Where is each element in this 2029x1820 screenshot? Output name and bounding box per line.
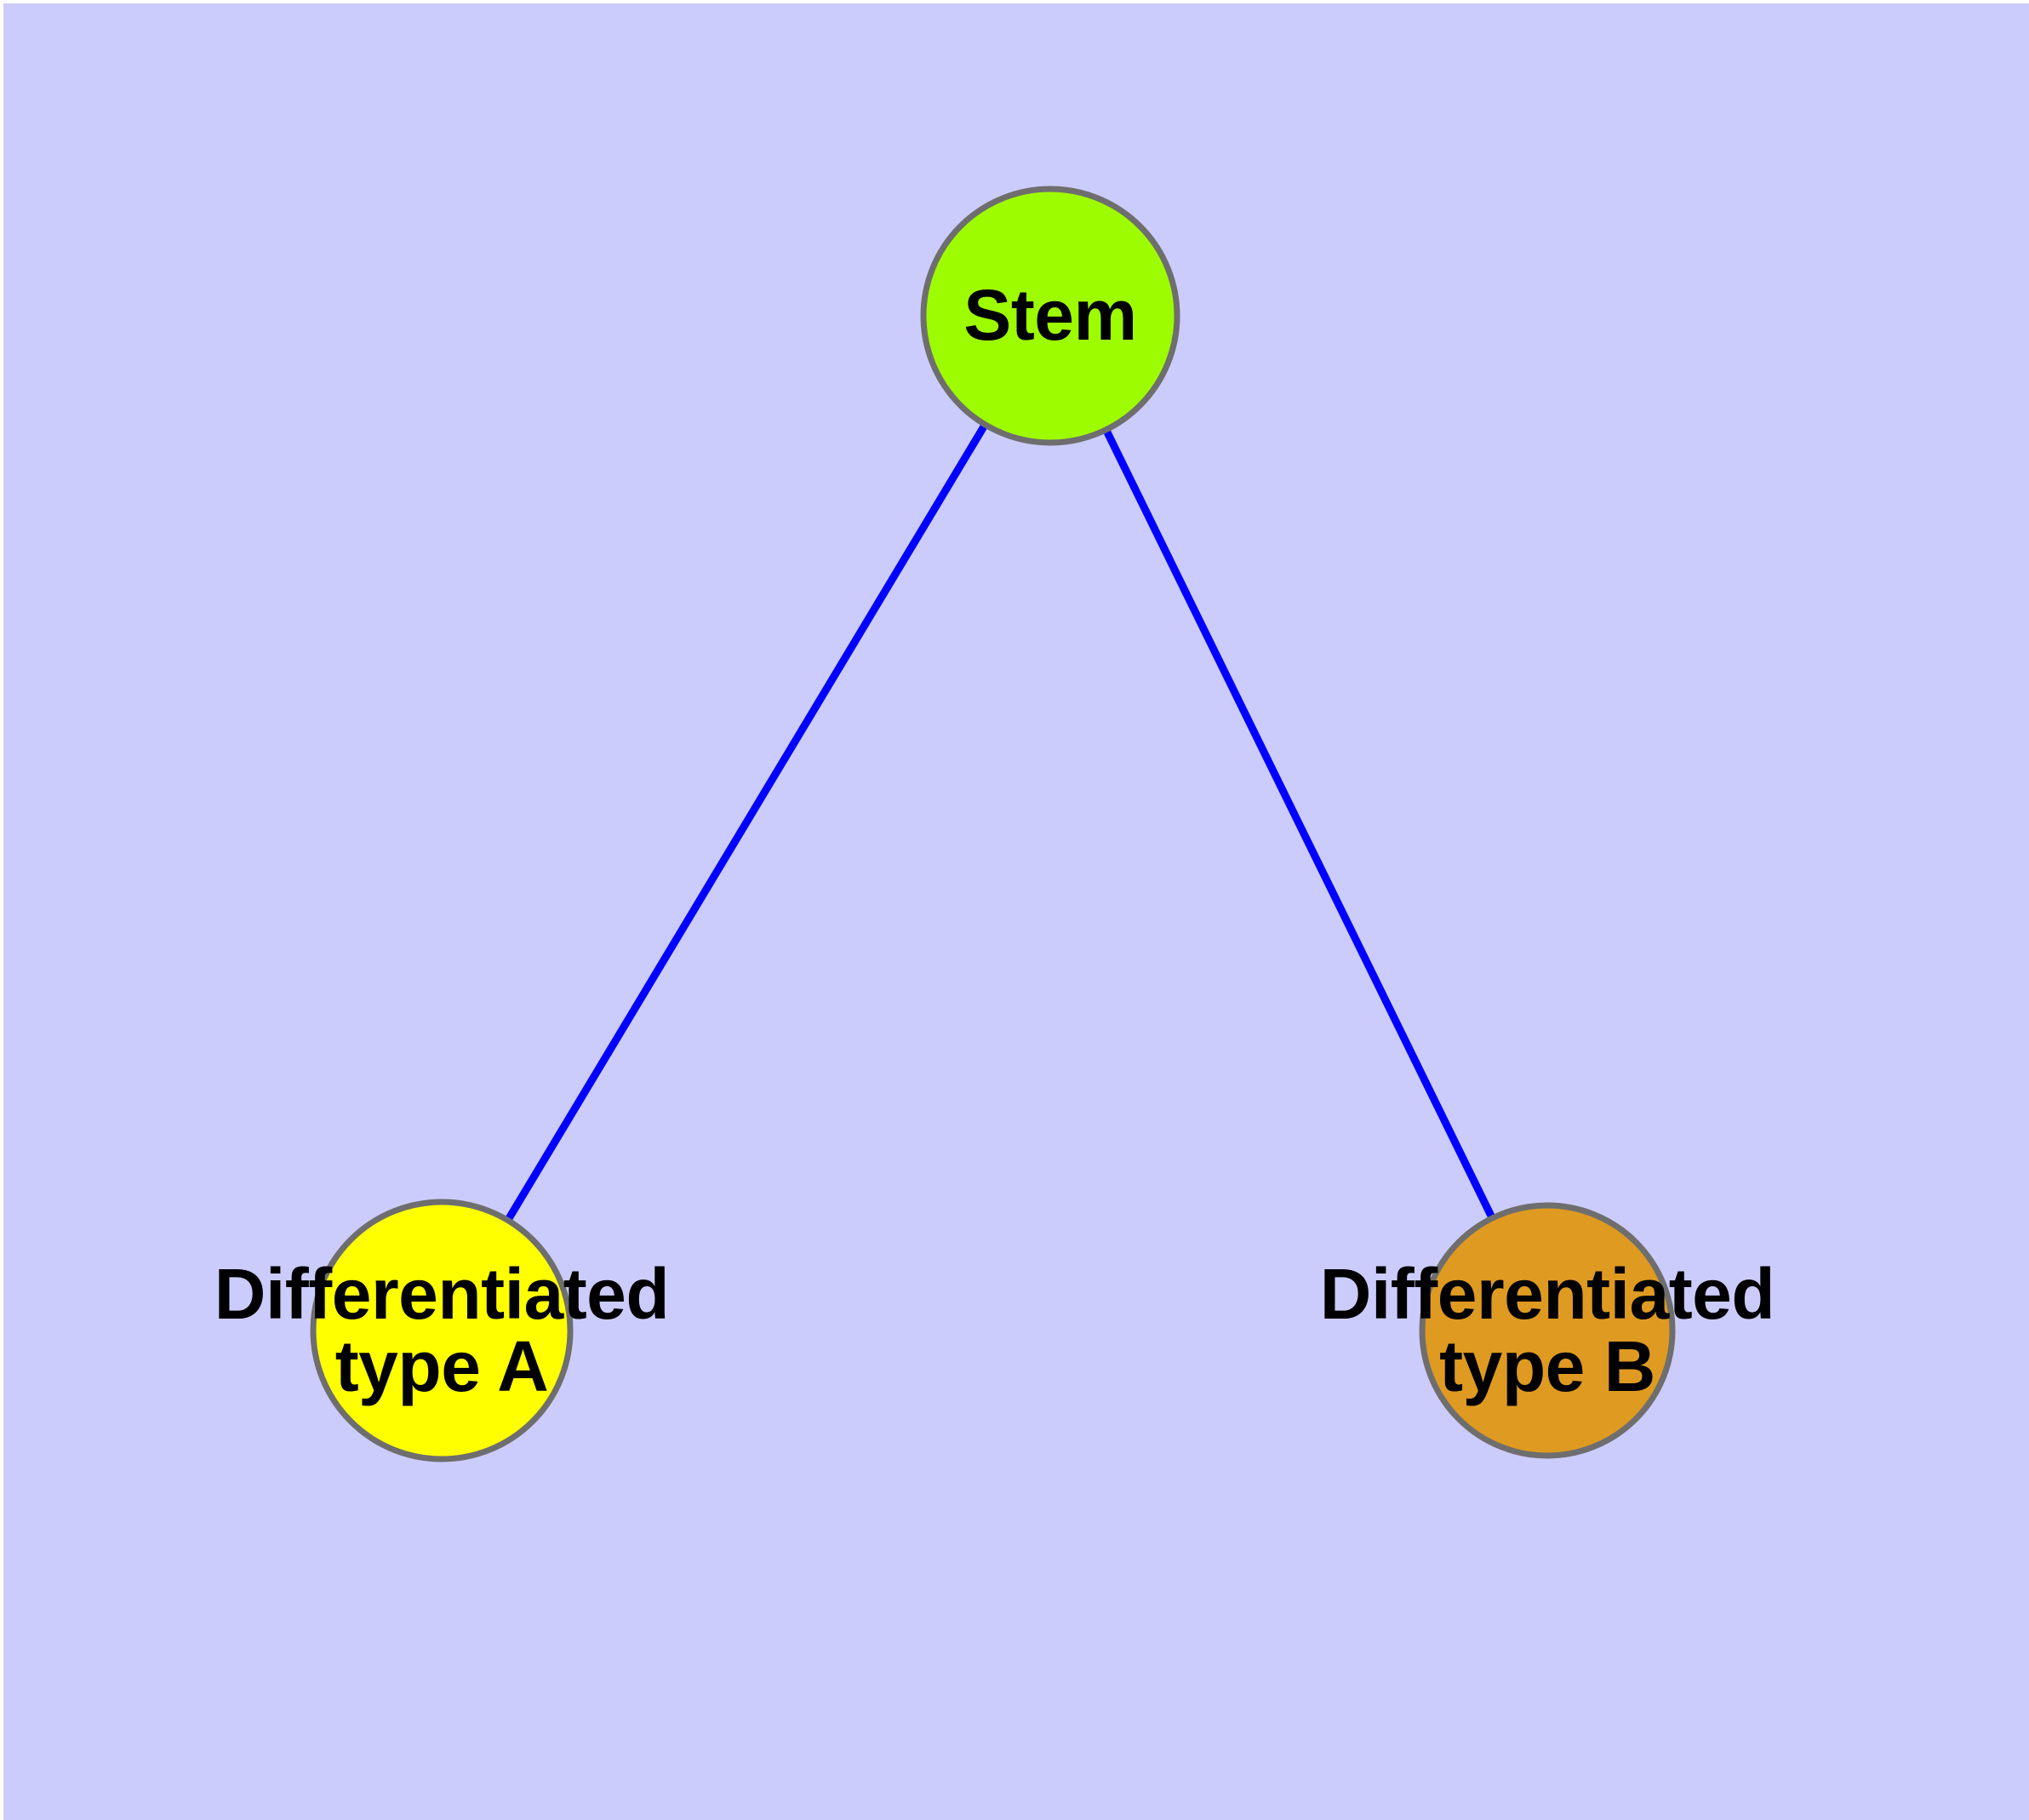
edge-layer: [438, 313, 1552, 1333]
edge-stem-to-differentiated-type-b: [1046, 314, 1552, 1332]
node-layer: [310, 186, 1676, 1462]
node-differentiated-type-a[interactable]: [310, 1199, 574, 1462]
node-differentiated-type-b[interactable]: [1419, 1202, 1676, 1459]
node-stem[interactable]: [920, 186, 1180, 446]
edge-stem-to-differentiated-type-a: [438, 313, 1054, 1333]
